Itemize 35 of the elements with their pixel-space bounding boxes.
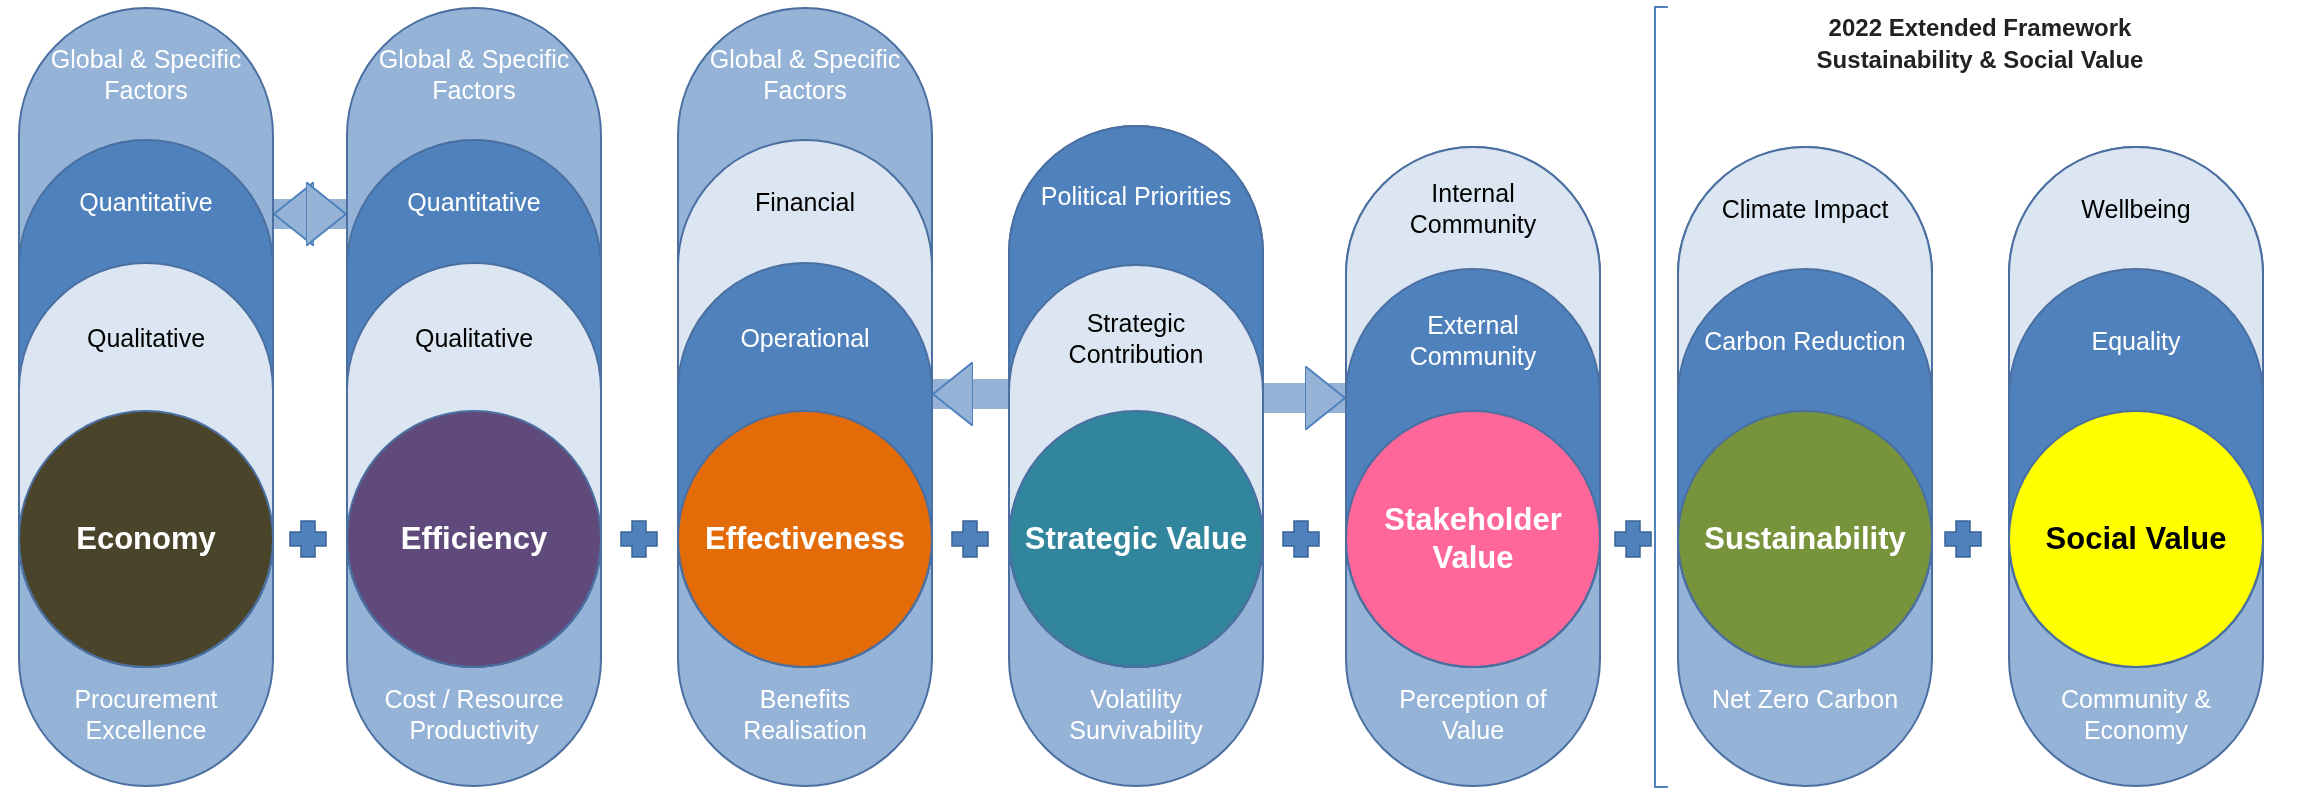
group-heading: 2022 Extended Framework Sustainability & Social Value	[1815, 13, 2145, 75]
band-label: External Community	[1408, 310, 1538, 372]
band-label: Operational	[739, 322, 871, 354]
band-label: Global & Specific Factors	[708, 44, 902, 106]
band-label: Equality	[2090, 325, 2182, 357]
band-label: Volatility Survivability	[1068, 684, 1204, 746]
band-label: Net Zero Carbon	[1710, 684, 1900, 715]
circle-label: Sustainability	[1703, 520, 1907, 558]
band-label: Climate Impact	[1720, 193, 1890, 225]
band-label: Community & Economy	[2059, 684, 2212, 746]
band-label: Wellbeing	[2080, 193, 2192, 225]
block-arrow	[273, 181, 347, 247]
band-label: Carbon Reduction	[1703, 325, 1907, 357]
band-label: Global & Specific Factors	[49, 44, 243, 106]
circle-label: Effectiveness	[704, 520, 906, 558]
band-label: Quantitative	[78, 187, 214, 218]
circle-label: Social Value	[2044, 520, 2228, 558]
band-label: Cost / Resource Productivity	[383, 684, 565, 746]
circle-label: Stakeholder Value	[1383, 501, 1563, 577]
circle-label: Strategic Value	[1023, 520, 1249, 558]
band-label: Quantitative	[406, 187, 542, 218]
band-label: Political Priorities	[1039, 181, 1233, 212]
block-arrow	[1264, 365, 1346, 431]
band-label: Qualitative	[85, 322, 207, 354]
circle-label: Economy	[75, 520, 217, 558]
band-label: Strategic Contribution	[1067, 308, 1205, 370]
band-label: Global & Specific Factors	[377, 44, 571, 106]
band-label: Internal Community	[1408, 178, 1538, 240]
band-label: Perception of Value	[1398, 684, 1548, 746]
band-label: Benefits Realisation	[742, 684, 868, 746]
circle-label: Efficiency	[399, 520, 549, 558]
block-arrow	[932, 361, 1008, 427]
band-label: Qualitative	[413, 322, 535, 354]
band-label: Procurement Excellence	[73, 684, 219, 746]
band-label: Financial	[753, 187, 857, 218]
